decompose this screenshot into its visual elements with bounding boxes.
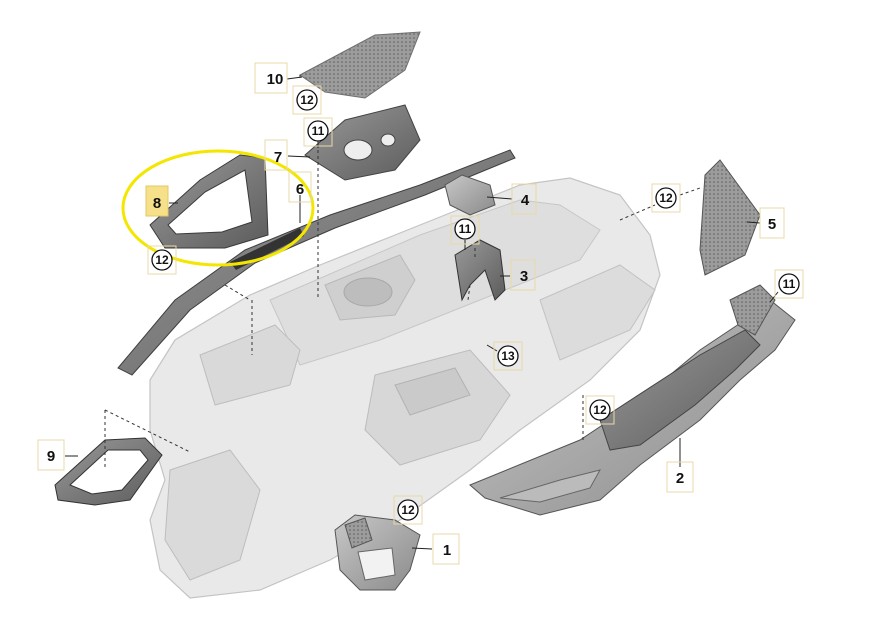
callout-4: 4 [511, 183, 537, 215]
ref-12-lower: 12 [585, 395, 615, 425]
callout-7-label: 7 [274, 149, 282, 166]
ref-11-top-label: 11 [312, 124, 325, 138]
callout-10-label: 10 [267, 71, 284, 88]
part-1-vent-frame [334, 514, 421, 591]
part-5-side-panel [699, 159, 761, 276]
ref-11-mid-label: 11 [459, 222, 472, 236]
part-7-bracket [304, 104, 421, 181]
part-3-holder [454, 239, 506, 302]
part-9-vent-frame [54, 437, 163, 506]
callout-7: 7 [264, 139, 288, 171]
ref-11-right: 11 [774, 269, 804, 299]
ref-12-lower-label: 12 [593, 403, 607, 417]
callout-2: 2 [666, 461, 694, 493]
ref-12-bottom-label: 12 [401, 503, 415, 517]
callout-2-label: 2 [676, 470, 684, 487]
ref-12-bottom: 12 [393, 495, 423, 525]
part-2-decor-trim [469, 284, 796, 516]
callout-10: 10 [254, 62, 288, 94]
callout-5: 5 [759, 207, 785, 239]
highlight-ring [121, 149, 315, 267]
callout-6-label: 6 [296, 181, 304, 198]
ref-12-left: 12 [147, 245, 177, 275]
callout-9-label: 9 [47, 448, 55, 465]
ref-13: 13 [493, 341, 523, 371]
ref-12-top: 12 [292, 85, 322, 115]
part-10-speaker-cover [299, 31, 421, 99]
ref-12-right: 12 [651, 183, 681, 213]
ref-11-mid: 11 [450, 215, 480, 245]
assembly-lines [104, 75, 701, 470]
ref-11-right-label: 11 [783, 277, 796, 291]
ref-13-label: 13 [501, 349, 515, 363]
callout-9: 9 [37, 439, 65, 471]
callout-5-label: 5 [768, 216, 776, 233]
callout-3: 3 [510, 259, 536, 291]
callout-8: 8 [145, 185, 169, 217]
callout-3-label: 3 [520, 268, 528, 285]
callout-8-label: 8 [153, 195, 161, 212]
ref-12-left-label: 12 [155, 253, 169, 267]
callout-4-label: 4 [521, 192, 530, 209]
part-4-cover [444, 174, 496, 216]
part-6-trim-strip [117, 149, 516, 376]
part-8-trim-frame [149, 154, 269, 249]
callout-1: 1 [432, 533, 460, 565]
callout-6: 6 [288, 171, 312, 203]
ref-12-right-label: 12 [659, 191, 673, 205]
callout-1-label: 1 [443, 542, 451, 559]
ref-11-top: 11 [303, 117, 333, 147]
dashboard-carrier [149, 177, 661, 599]
ref-12-top-label: 12 [300, 93, 314, 107]
